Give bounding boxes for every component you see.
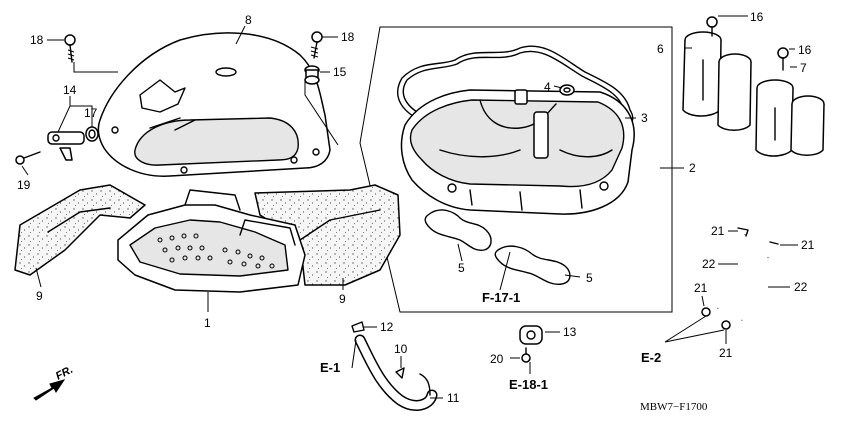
intake-duct-7 [755, 47, 825, 157]
drain-tube-right [740, 257, 771, 322]
tube-clips [701, 227, 779, 330]
reference-e-2: E-2 [641, 350, 661, 365]
collar-15 [304, 65, 320, 85]
callout-5-b: 5 [586, 271, 593, 285]
callout-13: 13 [563, 325, 577, 339]
callout-18-a: 18 [30, 33, 44, 47]
callout-21-d: 21 [719, 346, 733, 360]
air-cleaner-element [117, 189, 306, 293]
hose-band-13 [519, 325, 543, 345]
tube-clip-12 [351, 321, 365, 333]
reference-f-17-1: F-17-1 [482, 290, 520, 305]
callout-20: 20 [490, 352, 504, 366]
callout-7: 7 [800, 61, 807, 75]
front-label: FR. [54, 364, 75, 383]
leader-lines [21, 15, 798, 399]
seal-rings [424, 209, 571, 286]
screw-19 [15, 151, 41, 165]
callout-10: 10 [394, 342, 408, 356]
foam-seal-left [14, 184, 146, 276]
callout-11: 11 [447, 391, 460, 405]
breather-hose [354, 334, 438, 411]
intake-duct-6 [682, 16, 752, 131]
callout-16-a: 16 [750, 10, 764, 24]
air-cleaner-housing [400, 89, 635, 215]
air-cleaner-cover [97, 32, 331, 177]
callout-21-c: 21 [694, 281, 708, 295]
reference-e-1: E-1 [320, 360, 340, 375]
drain-tube-left [715, 234, 748, 310]
callout-5-a: 5 [458, 261, 465, 275]
housing-group-boundary [359, 26, 673, 313]
hose-clip-10 [395, 367, 405, 379]
cover-screw-18-left [64, 34, 76, 63]
callout-9-b: 9 [339, 292, 346, 306]
grommet [559, 84, 575, 96]
callout-16-b: 16 [798, 43, 812, 57]
callout-18-b: 18 [341, 30, 355, 44]
breather-joint-14 [47, 131, 85, 161]
reference-e-18-1: E-18-1 [509, 377, 548, 392]
callout-2: 2 [689, 161, 696, 175]
callout-19: 19 [17, 178, 31, 192]
callout-12: 12 [380, 320, 394, 334]
callout-14: 14 [63, 83, 77, 97]
callout-22-b: 22 [794, 280, 808, 294]
callout-1: 1 [204, 316, 211, 330]
callout-3: 3 [641, 111, 648, 125]
screw-20 [521, 347, 531, 363]
cover-screw-18-right [310, 31, 323, 59]
front-direction-arrow [33, 379, 66, 401]
o-ring-17 [85, 126, 99, 142]
callout-17: 17 [84, 106, 98, 120]
element-mesh-dots [157, 233, 275, 269]
callout-15: 15 [333, 65, 347, 79]
callout-21-a: 21 [711, 224, 725, 238]
callout-21-b: 21 [801, 238, 815, 252]
callout-4: 4 [544, 80, 551, 94]
callout-22-a: 22 [702, 257, 716, 271]
callout-6: 6 [657, 42, 664, 56]
callout-8: 8 [245, 13, 252, 27]
diagram-code: MBW7−F1700 [640, 401, 708, 413]
callout-9-a: 9 [36, 289, 43, 303]
